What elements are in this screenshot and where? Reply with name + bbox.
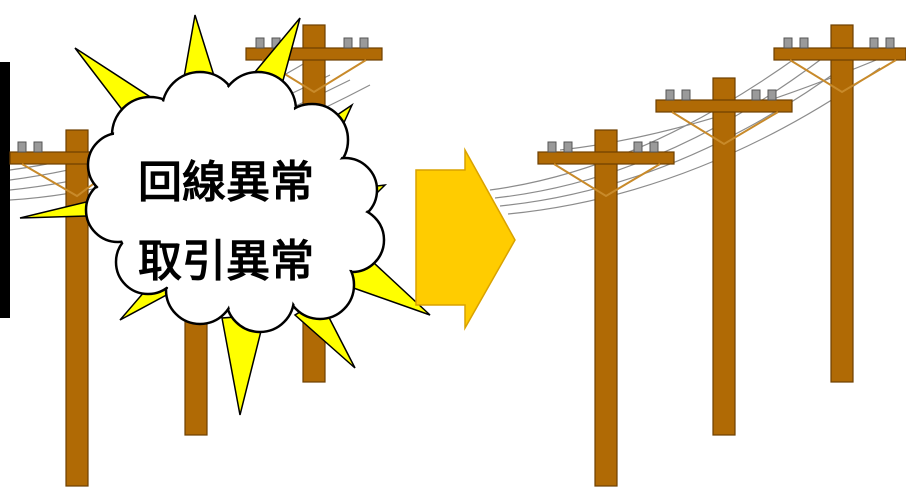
explosion-burst-icon: 回線異常 取引異常 — [19, 14, 431, 416]
right-pole-2 — [655, 77, 793, 436]
black-panel — [0, 62, 10, 318]
alert-cloud — [84, 70, 386, 334]
right-arrow-icon — [415, 147, 516, 331]
right-pole-1 — [537, 129, 675, 487]
alert-line-2: 取引異常 — [138, 236, 314, 287]
alert-line-1: 回線異常 — [138, 157, 314, 208]
right-pole-3 — [773, 24, 906, 383]
right-pole-scene — [489, 24, 906, 487]
